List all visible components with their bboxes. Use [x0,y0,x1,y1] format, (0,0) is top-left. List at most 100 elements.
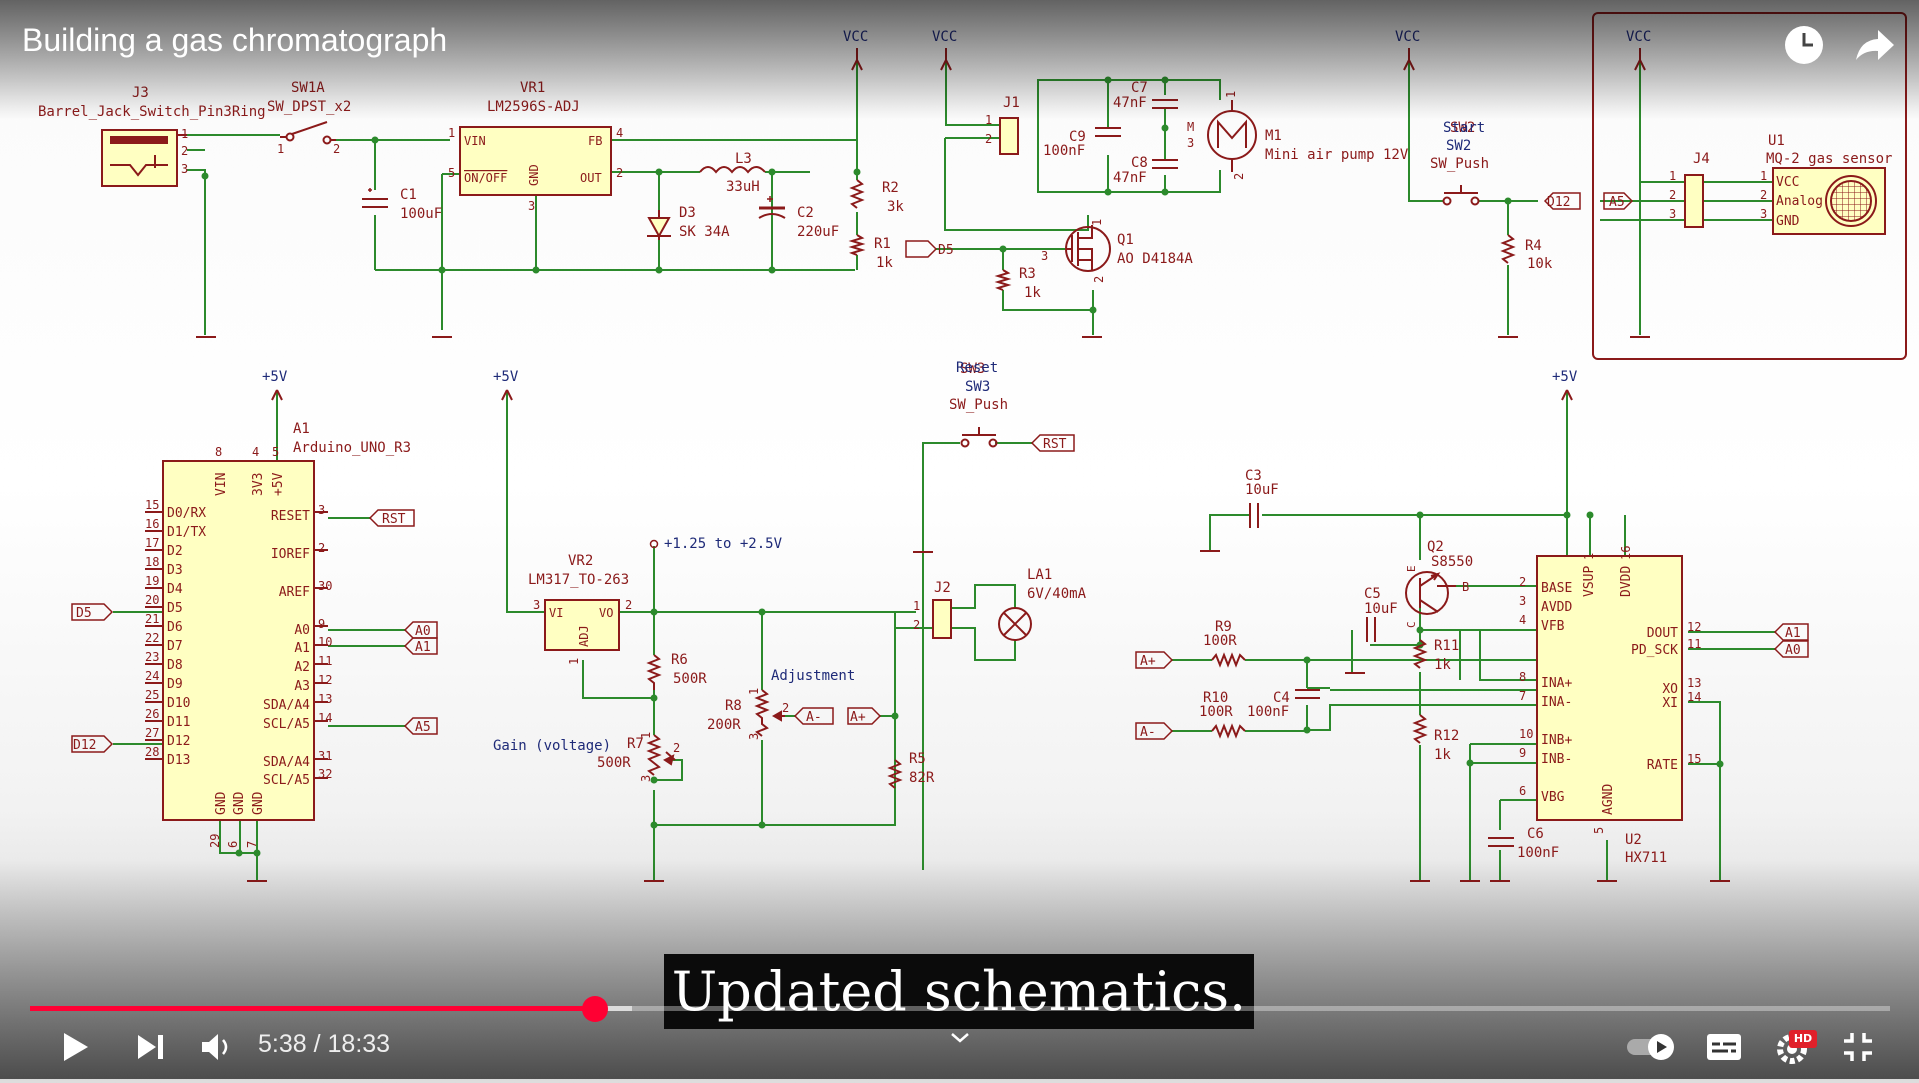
j1-pin1: 1 [985,113,992,127]
a1-pin-name: GND [214,791,229,815]
r10-value: 100R [1199,704,1233,720]
vr2-pin1: 1 [567,658,581,665]
a1-pin-num: 3 [318,503,325,517]
r8-ref: R8 [725,698,742,714]
tag-a0-2: A0 [1785,643,1801,658]
r7-pin3: 3 [639,775,653,782]
a1-pin-name: RESET [271,509,310,524]
u2-pin-name: PD_SCK [1631,643,1678,658]
tag-d5-1: D5 [938,243,954,258]
tag-rst-2: RST [1043,437,1067,452]
r3-value: 1k [1024,285,1041,301]
next-button[interactable] [128,1025,172,1069]
voltage-note: +1.25 to +2.5V [664,536,783,552]
a1-pin-name: D8 [167,658,183,673]
r7-value: 500R [597,755,631,771]
share-button[interactable] [1848,20,1898,70]
r4-ref: R4 [1525,238,1542,254]
c1-ref: C1 [400,187,417,203]
vr1-pin3: 3 [528,199,535,213]
sw3-ref-2: SW3 [965,379,990,395]
a1-pin-name: SDA/A4 [263,698,310,713]
c4-ref: C4 [1273,690,1290,706]
la1-value: 6V/40mA [1027,586,1087,602]
play-button[interactable] [52,1025,96,1069]
vcc-2: VCC [932,29,957,45]
plus5v-1: +5V [262,369,288,385]
video-title[interactable]: Building a gas chromatograph [22,22,448,58]
a1-pin-num: 26 [145,707,159,721]
watch-later-button[interactable] [1779,20,1829,70]
progress-track[interactable] [30,1006,1890,1011]
tag-rst-1: RST [382,512,406,527]
a1-pin-name: D7 [167,639,183,654]
chevron-down-icon[interactable] [948,1030,972,1046]
volume-button[interactable] [194,1025,238,1069]
u2-pin-num: 16 [1619,546,1633,560]
autoplay-toggle[interactable] [1623,1025,1683,1069]
u2-pin-name: AGND [1601,784,1616,815]
a1-pin-name: AREF [279,585,310,600]
hx711-pins: BASE2AVDD3VFB4INA+8INA-7INB+10INB-9VBG6D… [1519,546,1701,834]
a1-pin-num: 24 [145,669,159,683]
current-time: 5:38 [258,1030,307,1058]
a1-pin-name: D10 [167,696,190,711]
r2-value: 3k [887,199,904,215]
sw2-ref: SW2 [1450,120,1475,136]
r5-value: 82R [909,770,935,786]
junctions [201,76,1724,857]
a1-pin-name: D1/TX [167,525,206,540]
a1-pin-name: D11 [167,715,190,730]
a1-pin-num: 14 [318,711,332,725]
a1-pin-name: A0 [294,623,310,638]
a1-pin-name: VIN [214,473,229,496]
vr2-vi: VI [549,606,563,620]
time-separator: / [306,1030,328,1058]
j3-pin2: 2 [181,144,188,158]
a1-pin-num: 9 [318,617,325,631]
q1-pin1: 1 [1090,219,1104,226]
r3-ref: R3 [1019,266,1036,282]
a1-pin-num: 31 [318,749,332,763]
r2-ref: R2 [882,180,899,196]
tag-d12-1: D12 [1547,195,1570,210]
d3-ref: D3 [679,205,696,221]
exit-fullscreen-button[interactable] [1836,1025,1880,1069]
exit-fullscreen-icon [1844,1033,1872,1061]
r6-ref: R6 [671,652,688,668]
u2-pin-name: VFB [1541,619,1565,634]
j1-ref: J1 [1003,95,1020,111]
sw3-value: SW_Push [949,397,1008,413]
u2-pin-name: INB+ [1541,733,1572,748]
a1-pin-num: 7 [245,841,259,848]
j3-value: Barrel_Jack_Switch_Pin3Ring [38,104,266,120]
a1-pin-num: 22 [145,631,159,645]
progress-scrubber[interactable] [582,996,609,1022]
sw1a-pin2: 2 [333,142,340,156]
net-tags [71,192,1809,753]
j2-ref: J2 [934,580,951,596]
a1-pin-name: GND [251,791,266,815]
sw1a-ref: SW1A [291,80,325,96]
m1-value: Mini air pump 12V [1265,147,1409,163]
c8-ref: C8 [1131,155,1148,171]
d3-value: SK 34A [679,224,730,240]
a1-pin-num: 32 [318,767,332,781]
a1-pin-name: D2 [167,544,183,559]
j2-pin1: 1 [913,599,920,613]
sw3-ref: SW3 [960,361,985,377]
u2-pin-num: 2 [1519,575,1526,589]
vr2-adj: ADJ [577,625,591,647]
j1-pin2: 2 [985,132,992,146]
u1-pin2: 2 [1760,188,1767,202]
c5-value: 10uF [1364,601,1398,617]
subtitle-caption: Updated schematics. [664,954,1254,1029]
subtitles-button[interactable] [1702,1025,1746,1069]
r7-pin1: 1 [639,732,653,739]
clock-icon [1785,26,1823,64]
u2-pin-num: 14 [1687,690,1701,704]
r8-pin2: 2 [782,701,789,715]
tag-aminus-1: A- [806,710,822,725]
